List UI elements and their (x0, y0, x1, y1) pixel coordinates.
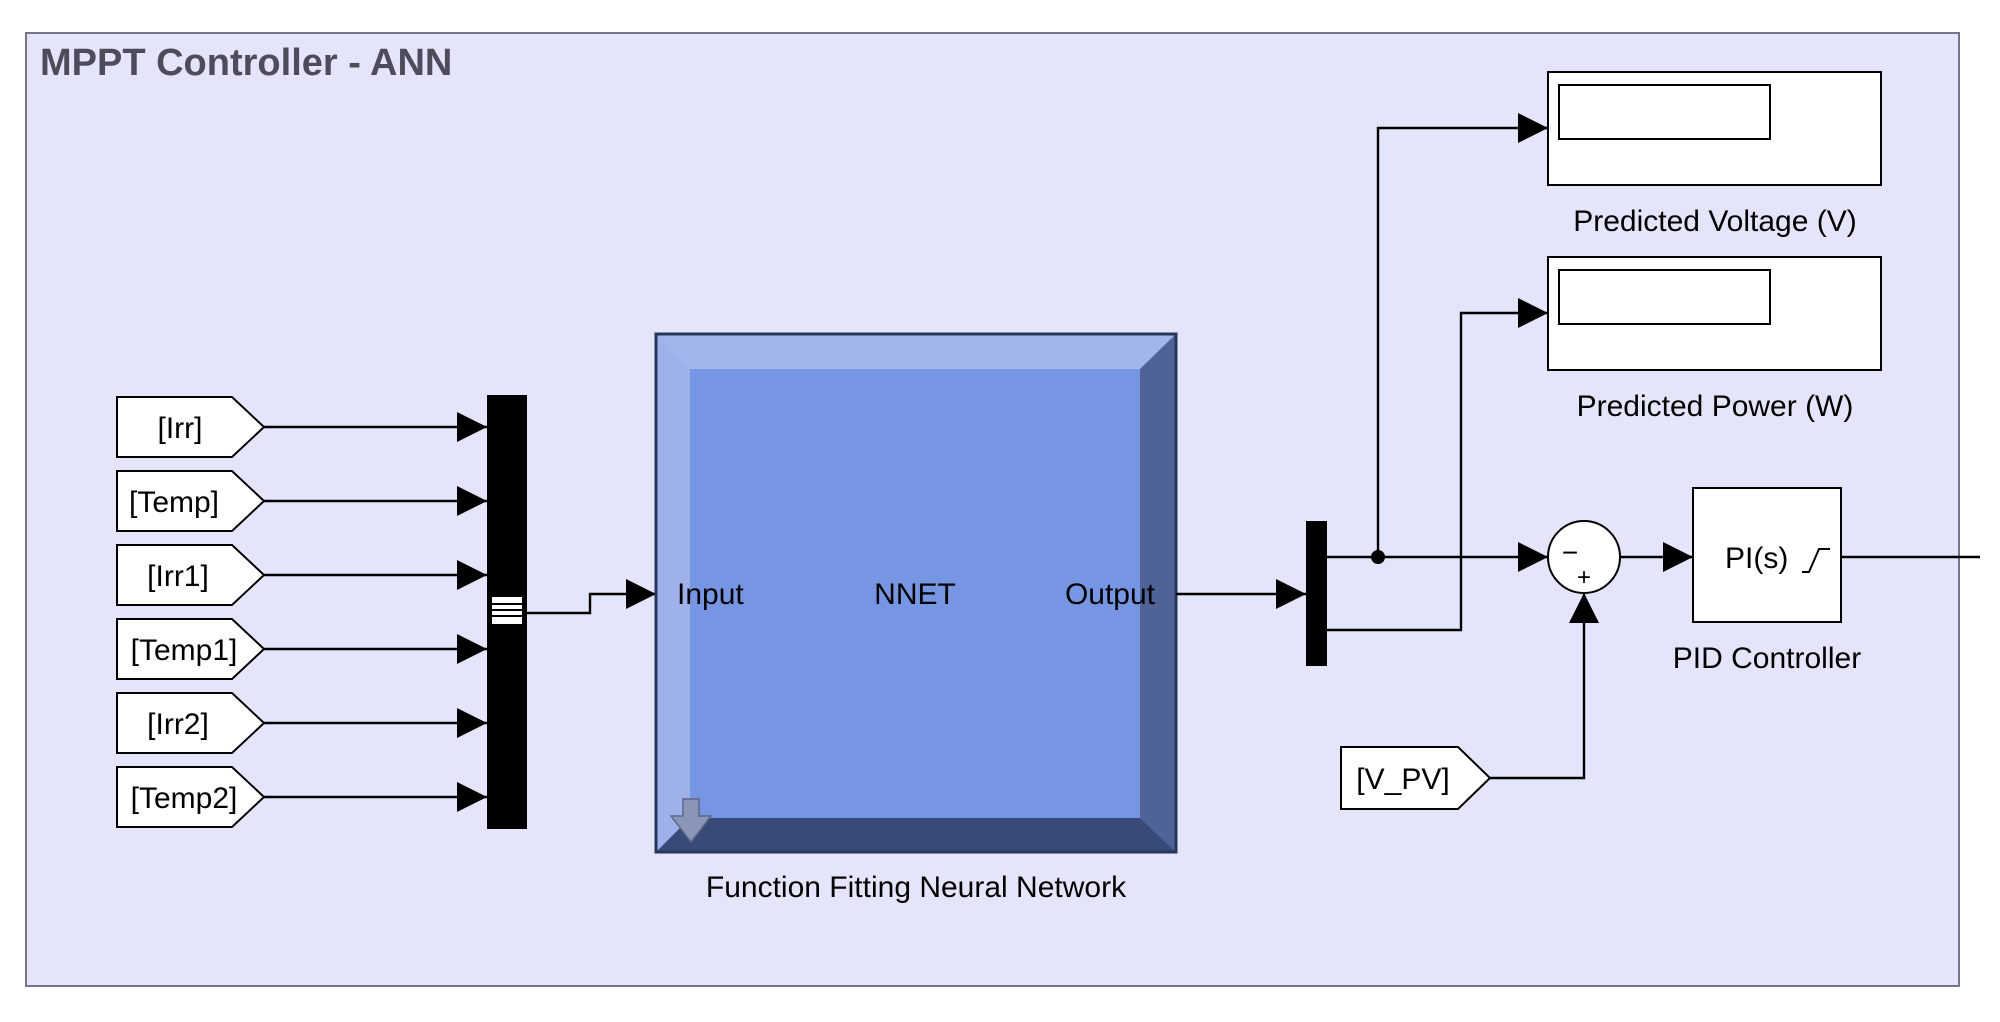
display-predicted-power[interactable] (1547, 256, 1882, 371)
nnet-block[interactable]: Input NNET Output (654, 332, 1178, 854)
demux-block[interactable] (1306, 521, 1327, 666)
display-voltage-caption: Predicted Voltage (V) (1573, 205, 1857, 238)
signal-vpv-to-sum (1490, 593, 1599, 780)
display-value-field (1558, 269, 1771, 325)
sum-block[interactable]: − + (1547, 520, 1621, 594)
tag-vpv[interactable]: [V_PV] (1340, 746, 1492, 810)
saturation-icon (1802, 548, 1830, 573)
tag-irr[interactable]: [Irr] (116, 396, 266, 458)
tag-temp2[interactable]: [Temp2] (116, 766, 266, 828)
tag-temp1-label: [Temp1] (131, 634, 238, 667)
tag-irr2[interactable]: [Irr2] (116, 692, 266, 754)
area-title: MPPT Controller - ANN (40, 42, 452, 84)
tag-irr1-label: [Irr1] (147, 560, 209, 593)
display-power-caption: Predicted Power (W) (1577, 390, 1854, 423)
tag-signal-lines (264, 412, 487, 812)
nnet-output-port: Output (1065, 578, 1156, 611)
nnet-input-port: Input (677, 578, 744, 611)
signal-mux-to-nnet (527, 579, 656, 615)
sum-minus-sign: − (1562, 537, 1578, 568)
sum-plus-sign: + (1577, 564, 1591, 591)
tag-irr2-label: [Irr2] (147, 708, 209, 741)
signal-predicted-power (1327, 298, 1548, 632)
tag-temp[interactable]: [Temp] (116, 470, 266, 532)
display-predicted-voltage[interactable] (1547, 71, 1882, 186)
pid-caption: PID Controller (1673, 642, 1861, 675)
down-arrow-icon[interactable] (669, 798, 713, 844)
display-value-field (1558, 84, 1771, 140)
tag-temp-label: [Temp] (129, 486, 219, 519)
pid-block[interactable]: PI(s) (1692, 487, 1842, 623)
tag-vpv-label: [V_PV] (1356, 763, 1449, 796)
tag-temp2-label: [Temp2] (131, 782, 238, 815)
pid-label: PI(s) (1725, 542, 1788, 575)
tag-irr-label: [Irr] (158, 412, 203, 445)
signal-predicted-voltage (1327, 113, 1548, 572)
nnet-name: NNET (874, 578, 956, 611)
tag-temp1[interactable]: [Temp1] (116, 618, 266, 680)
tag-irr1[interactable]: [Irr1] (116, 544, 266, 606)
mux-block[interactable] (487, 395, 527, 829)
nnet-caption: Function Fitting Neural Network (706, 871, 1127, 904)
